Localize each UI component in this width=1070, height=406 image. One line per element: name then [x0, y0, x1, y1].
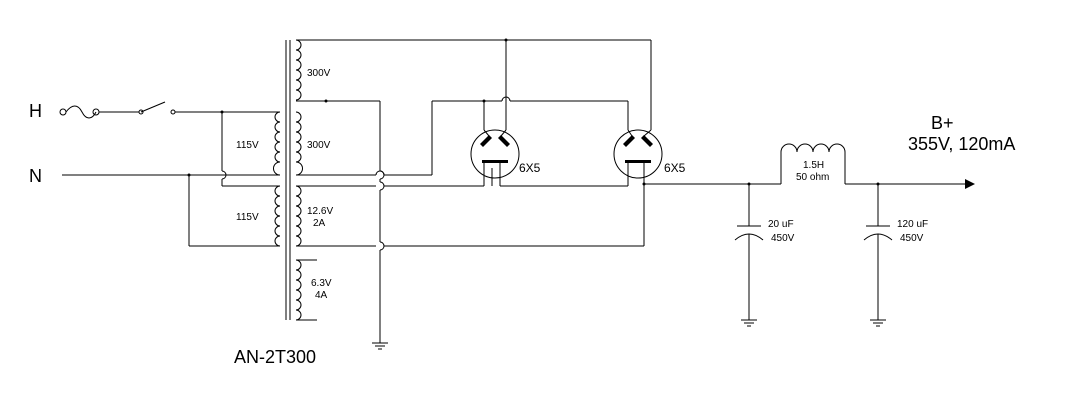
mains-input: H N	[29, 101, 280, 247]
filter-capacitor-2: 120 uF 450V	[863, 184, 928, 327]
hot-label: H	[29, 101, 42, 121]
hv-wiring	[296, 38, 652, 350]
filament-a-current: 2A	[313, 218, 326, 229]
filament-b-voltage: 6.3V	[311, 278, 332, 289]
ground-symbol-ct	[372, 342, 388, 350]
fuse-symbol	[59, 105, 100, 119]
power-transformer: 115V 115V 300V 300V 12.6V 2A 6.3V 4A AN-…	[234, 39, 333, 367]
primary-winding-lower	[274, 185, 281, 247]
filament-winding-6v	[295, 259, 302, 321]
filter-choke: 1.5H 50 ohm	[780, 143, 846, 184]
filament-a-voltage: 12.6V	[307, 206, 333, 217]
hv-secondary-lower-voltage: 300V	[307, 140, 331, 151]
hv-secondary-upper-voltage: 300V	[307, 68, 331, 79]
output-spec: 355V, 120mA	[908, 134, 1015, 154]
filament-winding-12v	[295, 185, 302, 247]
choke-resistance: 50 ohm	[796, 172, 829, 183]
output-filter: 1.5H 50 ohm 20 uF 450V 120 uF	[642, 113, 1015, 327]
filter-capacitor-1: 20 uF 450V	[734, 184, 795, 327]
rectifier-tube-2: 6X5	[613, 129, 686, 179]
hv-secondary-winding	[295, 39, 303, 176]
rectifier-tube-1: 6X5	[470, 129, 541, 186]
cap-2-voltage: 450V	[900, 233, 924, 244]
tube-2-type: 6X5	[664, 161, 686, 175]
output-label: B+	[931, 113, 954, 133]
neutral-label: N	[29, 166, 42, 186]
cap-2-value: 120 uF	[897, 219, 928, 230]
cap-1-value: 20 uF	[768, 219, 794, 230]
filament-b-current: 4A	[315, 290, 328, 301]
primary-winding-upper	[273, 111, 281, 176]
power-switch	[138, 101, 176, 115]
choke-inductance: 1.5H	[803, 160, 824, 171]
tube-1-type: 6X5	[519, 161, 541, 175]
primary-upper-voltage: 115V	[236, 140, 259, 151]
transformer-model: AN-2T300	[234, 347, 316, 367]
primary-lower-voltage: 115V	[236, 212, 259, 223]
cap-1-voltage: 450V	[771, 233, 795, 244]
